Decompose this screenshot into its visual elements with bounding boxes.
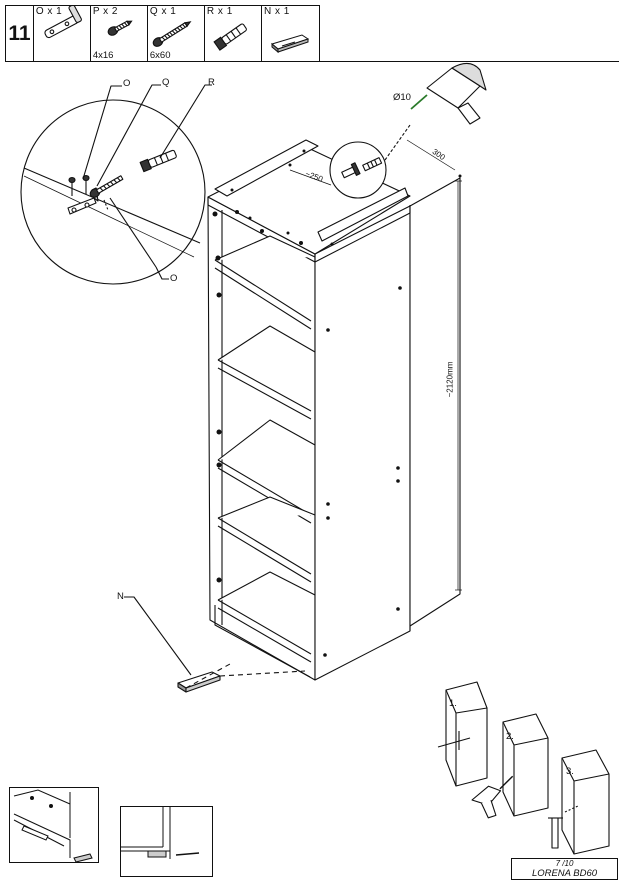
inset-plinth-detail — [9, 787, 99, 863]
callout-n: N — [117, 591, 124, 602]
part-n-label: N x 1 — [263, 6, 290, 17]
leader-o-top — [82, 85, 122, 180]
step-number-cell: 11 — [6, 6, 34, 61]
angle-bracket-icon — [44, 6, 82, 39]
leader-q — [96, 84, 161, 187]
leader-r — [159, 84, 212, 159]
part-o-label: O x 1 — [35, 6, 63, 17]
product-name: LORENA BD60 — [531, 868, 598, 879]
felt-pad-icon — [270, 34, 310, 54]
callout-o-bottom: O — [170, 273, 178, 284]
inset-foot-detail — [120, 806, 213, 877]
part-n-cell: N x 1 — [262, 6, 319, 61]
cabinet — [207, 139, 462, 681]
callout-o-top: O — [123, 78, 131, 89]
drill-size-label: Ø10 — [393, 92, 411, 103]
screw-icon — [107, 20, 133, 36]
part-p-cell: P x 2 4x16 — [91, 6, 148, 61]
part-r-cell: R x 1 — [205, 6, 262, 61]
wall-plug-icon — [213, 23, 247, 51]
part-p-size: 4x16 — [92, 50, 114, 61]
header-rule — [5, 61, 619, 62]
part-q-size: 6x60 — [149, 50, 171, 61]
part-r-label: R x 1 — [206, 6, 233, 17]
footer-box: 7 /10 LORENA BD60 — [511, 858, 618, 880]
height-dimension: ~2120mm — [445, 361, 455, 398]
step-number: 11 — [8, 21, 31, 45]
drill-icon — [410, 62, 487, 125]
detail-circle — [20, 99, 206, 285]
plinth-inset-drawing — [13, 789, 93, 863]
page-number: 7 /10 — [555, 859, 574, 868]
leader-n — [124, 596, 192, 676]
callout-r: R — [208, 77, 215, 88]
callout-q: Q — [162, 77, 170, 88]
part-o-cell: O x 1 — [34, 6, 91, 61]
felt-pad-n — [177, 663, 306, 693]
wall-step-2-label: 2. — [506, 731, 514, 742]
part-q-label: Q x 1 — [149, 6, 177, 17]
wall-steps — [437, 681, 610, 855]
wall-step-3-label: 3. — [566, 766, 574, 777]
leader-o-bottom — [155, 266, 169, 280]
wall-fix-detail — [329, 124, 411, 199]
foot-inset-drawing — [121, 807, 200, 859]
part-p-label: P x 2 — [92, 6, 118, 17]
wall-step-1-label: 1. — [449, 698, 457, 709]
long-screw-icon — [152, 21, 192, 47]
part-q-cell: Q x 1 6x60 — [148, 6, 205, 61]
